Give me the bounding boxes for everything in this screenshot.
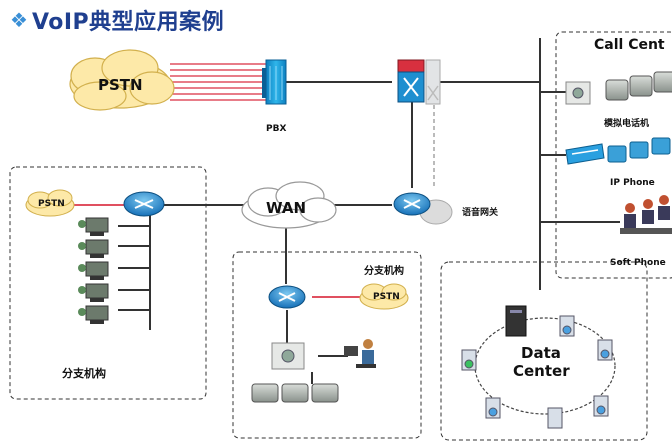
pstn-trunk-lines	[170, 63, 266, 101]
soft-phone-icons	[620, 195, 672, 234]
data-center-servers	[461, 305, 613, 429]
wan-cloud	[241, 181, 337, 229]
central-switch	[397, 59, 441, 105]
call-center-switch	[565, 143, 605, 165]
data-center-label-line1: Data	[521, 344, 561, 362]
title-bar: ❖ VoIP典型应用案例	[10, 4, 224, 36]
branch-mid-user-icon	[344, 339, 376, 368]
analog-phone-icons	[605, 71, 672, 101]
branch-mid-pstn-cloud	[359, 283, 409, 310]
branch-left-pstn-cloud	[25, 189, 75, 217]
pstn-cloud	[69, 49, 175, 111]
pbx-device	[262, 59, 287, 105]
branch-mid-router	[268, 285, 306, 309]
diamond-bullet-icon: ❖	[10, 8, 28, 32]
branch-left-pstn-label: PSTN	[38, 199, 65, 209]
branch-mid-label: 分支机构	[364, 266, 404, 277]
ip-phone-label: IP Phone	[610, 178, 655, 188]
branch-mid-gateway	[271, 342, 305, 370]
data-center-label-line2: Center	[513, 362, 570, 380]
branch-left-workstations	[78, 217, 109, 324]
branch-mid-box	[232, 251, 422, 439]
analog-phone-label: 模拟电话机	[604, 119, 650, 129]
data-center-box	[440, 261, 648, 441]
call-center-gateway	[565, 81, 591, 105]
call-center-box	[555, 31, 672, 279]
branch-left-box	[9, 166, 207, 400]
soft-phone-label: Soft Phone	[610, 258, 666, 268]
wan-label: WAN	[266, 199, 307, 217]
voice-gateway-label: 语音网关	[462, 208, 499, 218]
pstn-cloud-label: PSTN	[98, 76, 143, 94]
ip-phone-icons	[607, 137, 671, 163]
page-title: VoIP典型应用案例	[31, 10, 225, 35]
branch-left-router	[123, 191, 165, 217]
voice-gateway-router	[393, 192, 453, 225]
branch-mid-phones	[251, 383, 339, 403]
branch-mid-pstn-label: PSTN	[373, 292, 400, 302]
branch-left-label: 分支机构	[62, 367, 106, 380]
call-center-label: Call Cent	[594, 37, 665, 53]
pbx-label: PBX	[266, 124, 287, 134]
links	[118, 38, 620, 384]
